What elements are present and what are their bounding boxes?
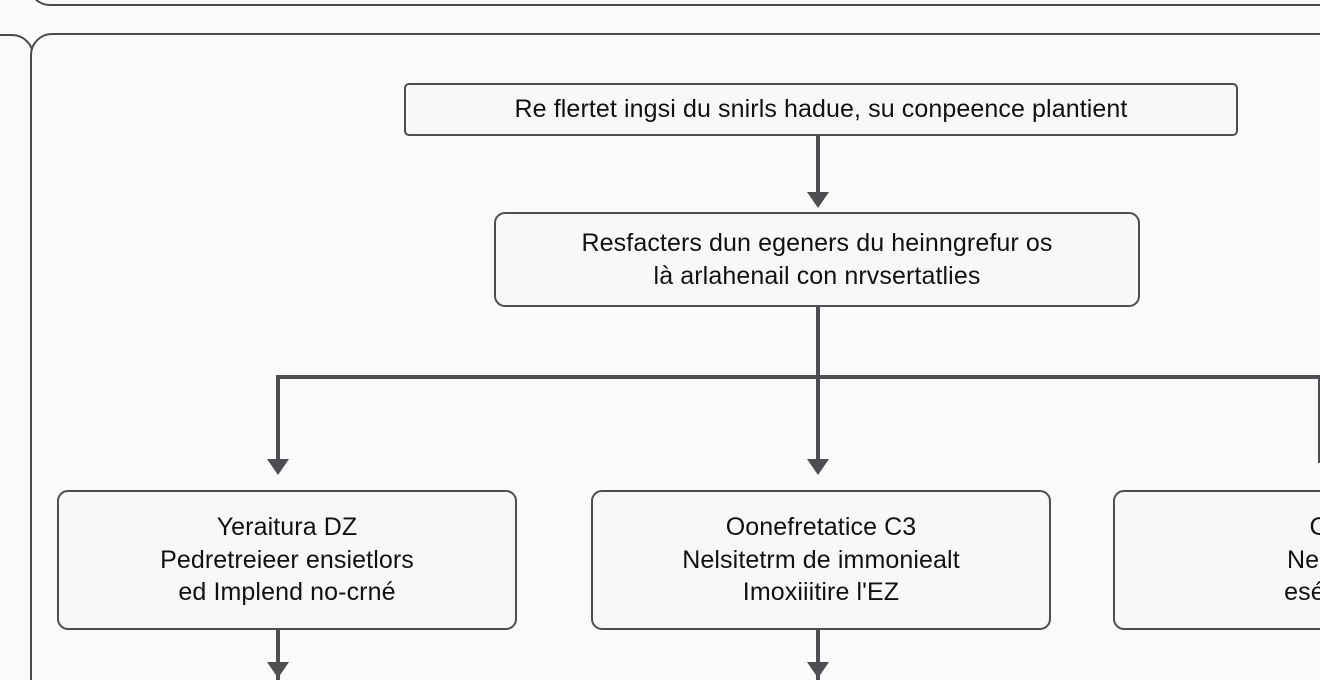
connector-leaf-2-downstream — [816, 630, 820, 680]
node-leaf-3-line-3: eséríanigu — [1284, 578, 1320, 607]
node-root[interactable]: Re flertet ingsi du snirls hadue, su con… — [404, 83, 1238, 136]
node-leaf-2-line-2: Nelsitetrm de immoniealt — [682, 545, 960, 574]
node-leaf-2-line-1: Oonefretatice C3 — [725, 513, 917, 542]
node-leaf-1-line-1: Yeraitura DZ — [216, 513, 358, 542]
connector-bus-to-leaf-1 — [276, 377, 280, 463]
outer-panel-top — [28, 0, 1320, 6]
node-leaf-2-line-3: Imoxiiitire l'EZ — [742, 578, 900, 607]
node-sub-line-1: Resfacters dun egeners du heinngrefur os — [581, 229, 1053, 257]
arrowhead-leaf-2-downstream — [807, 662, 829, 678]
arrowhead-leaf-1-downstream — [267, 662, 289, 678]
arrowhead-root-to-sub — [807, 192, 829, 208]
node-leaf-1[interactable]: Yeraitura DZ Pedretreieer ensietlors ed … — [57, 490, 517, 630]
node-leaf-3-line-2: Necsin de — [1286, 545, 1320, 574]
connector-bus-to-leaf-2 — [816, 377, 820, 463]
node-sub-line-2: là arlahenail con nrvsertatlies — [653, 261, 981, 290]
arrowhead-bus-to-leaf-1 — [267, 459, 289, 475]
node-leaf-1-line-2: Pedretreieer ensietlors — [160, 545, 414, 574]
connector-root-to-sub — [816, 136, 820, 198]
outer-panel-left — [0, 34, 34, 680]
node-leaf-3[interactable]: Comp Necsin de eséríanigu — [1113, 490, 1320, 630]
connector-leaf-1-downstream — [276, 630, 280, 680]
connector-sub-to-bus — [816, 307, 820, 377]
node-leaf-3-line-1: Comp — [1309, 513, 1320, 542]
arrowhead-bus-to-leaf-2 — [807, 459, 829, 475]
connector-bus-to-leaf-3 — [1318, 377, 1320, 463]
node-root-line-1: Re flertet ingsi du snirls hadue, su con… — [514, 95, 1128, 124]
node-sub[interactable]: Resfacters dun egeners du heinngrefur os… — [494, 212, 1140, 307]
node-leaf-2[interactable]: Oonefretatice C3 Nelsitetrm de immonieal… — [591, 490, 1051, 630]
node-leaf-1-line-3: ed Implend no-crné — [178, 578, 396, 607]
connector-horizontal-bus — [276, 375, 1320, 379]
